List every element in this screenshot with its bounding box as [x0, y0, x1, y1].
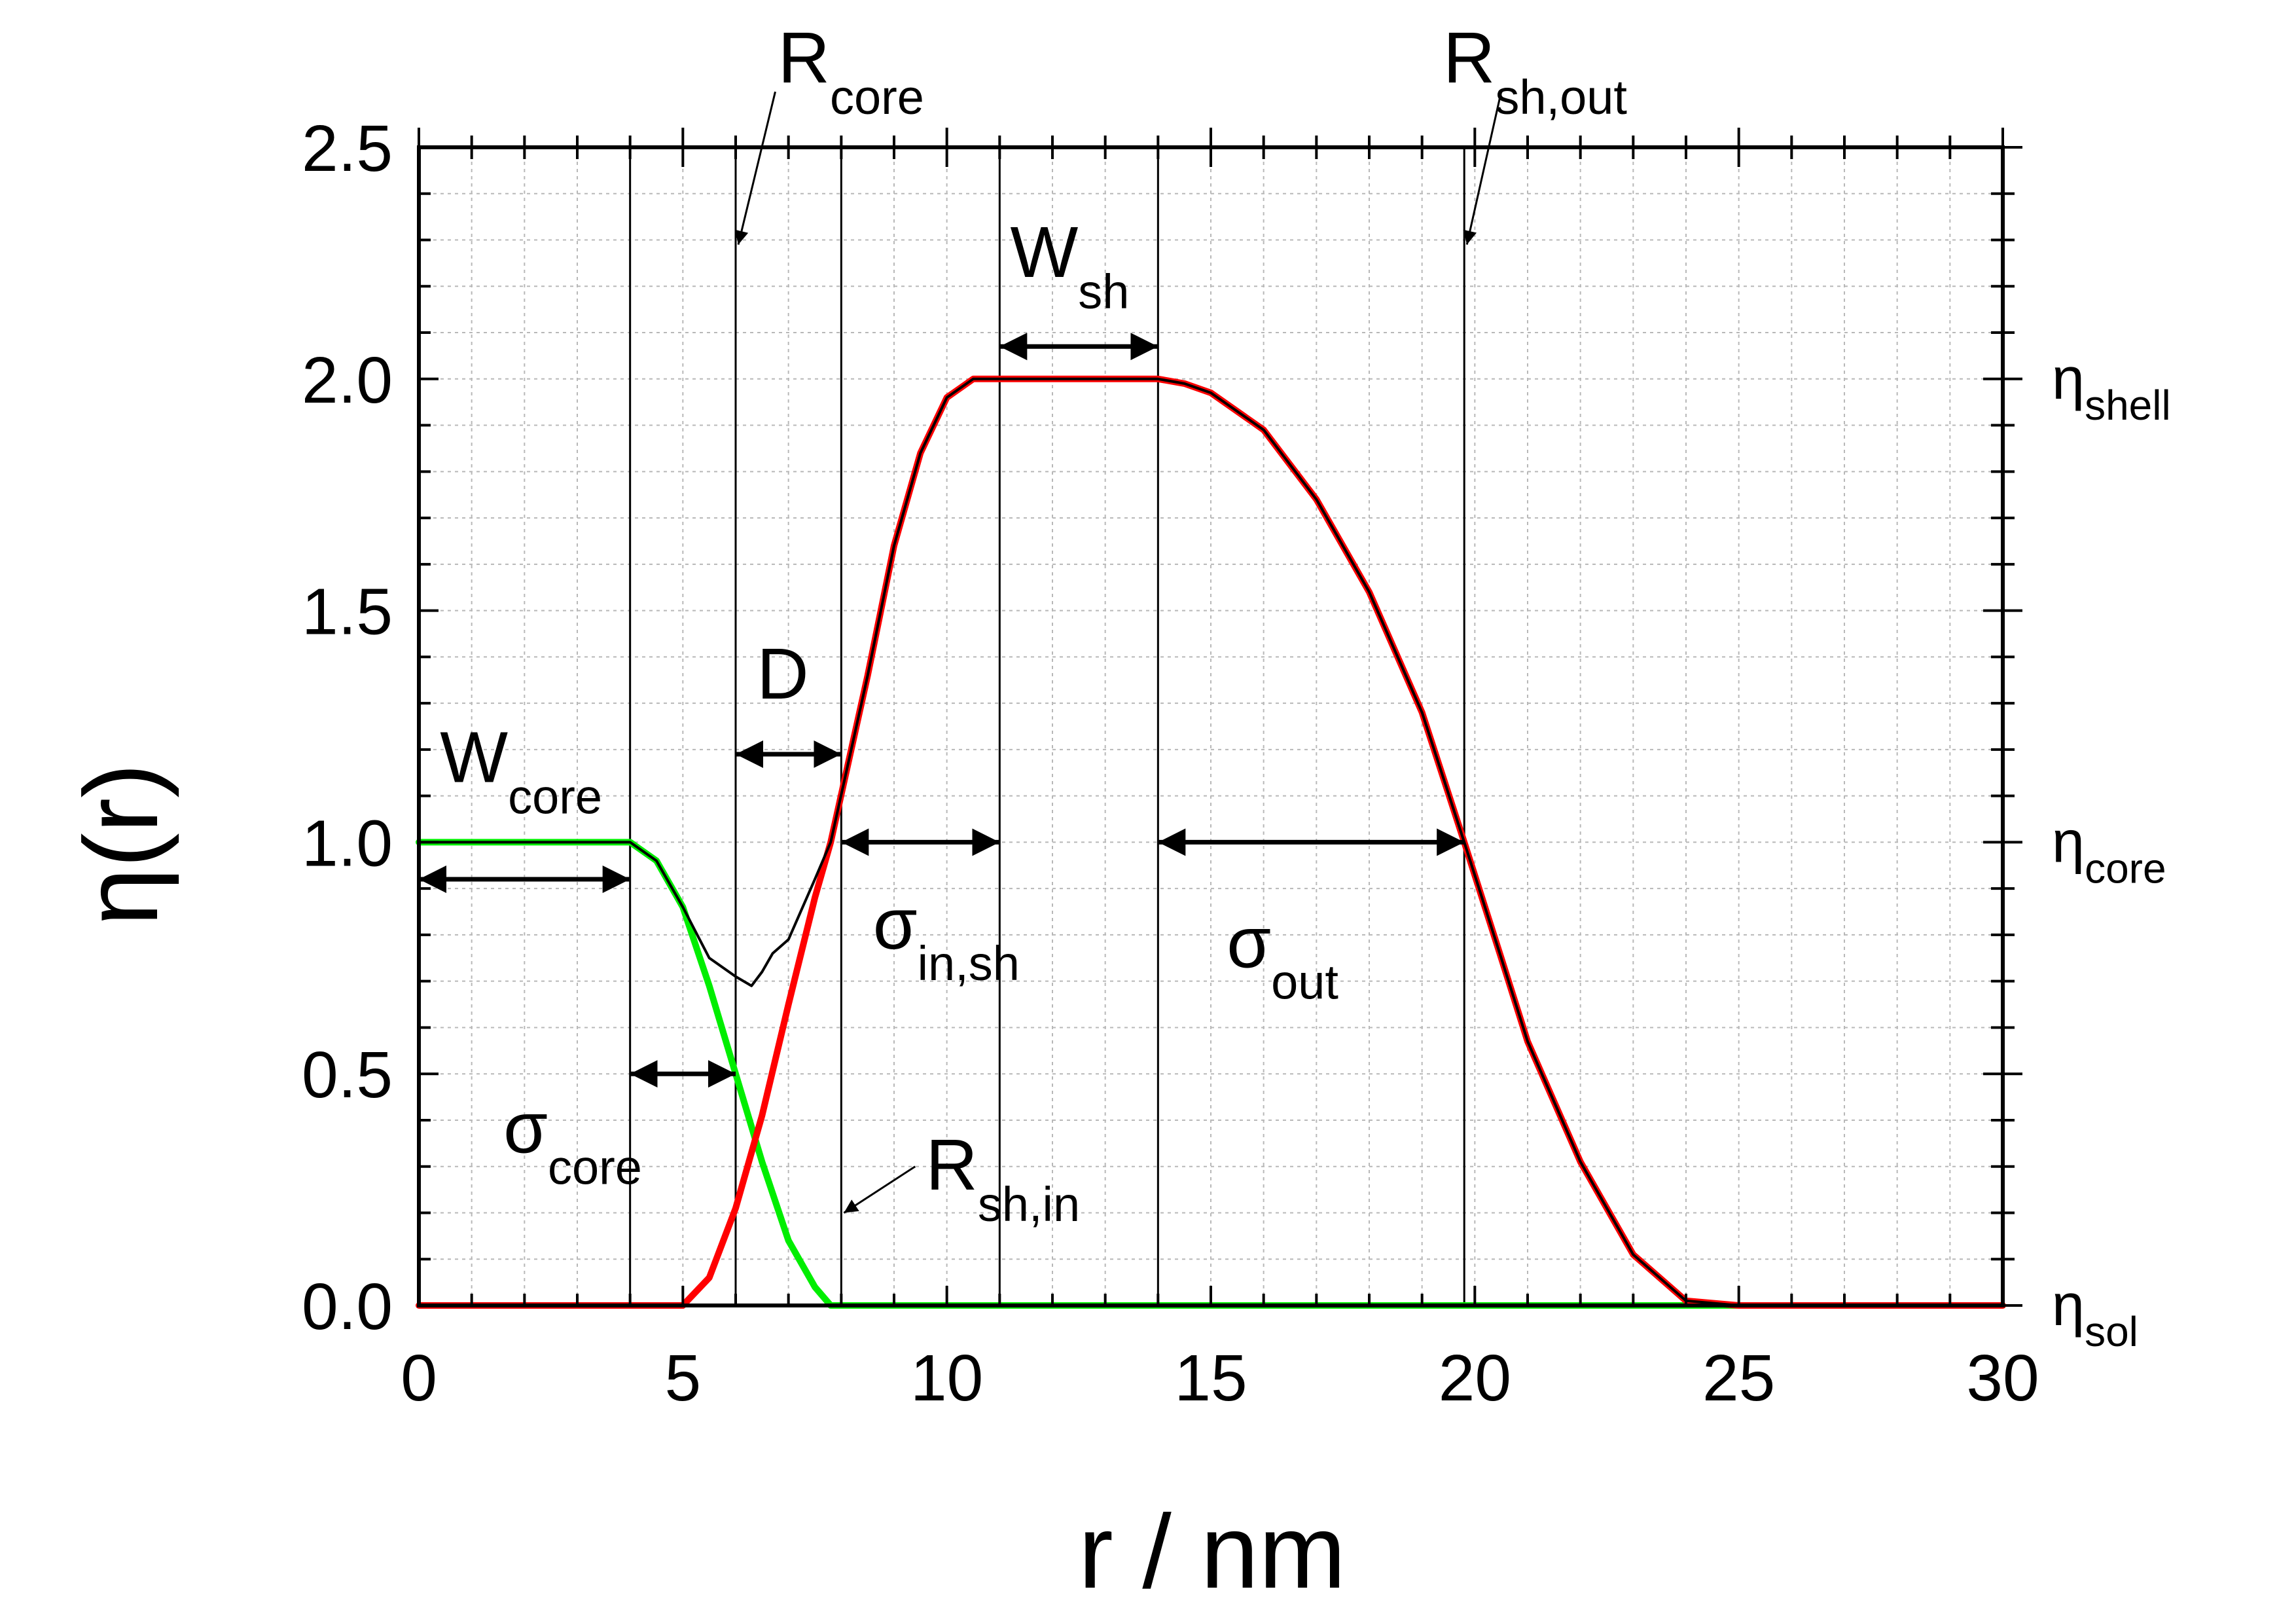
y-tick-label: 2.0 — [302, 344, 393, 417]
y-axis-title: η(r) — [62, 763, 179, 926]
sigma-out-label: σout — [1227, 902, 1338, 1009]
annotations: ηshellηcoreηsolWcoreσcoreDσin,shWshσoutR… — [440, 18, 2170, 1355]
y-tick-label: 1.0 — [302, 807, 393, 880]
w-sh-label: Wsh — [1010, 212, 1129, 319]
r-sh-in-label: Rsh,in — [925, 1125, 1080, 1231]
r-core-pointer — [734, 91, 776, 245]
right-axis-label: ηcore — [2052, 809, 2166, 892]
x-tick-label: 0 — [401, 1341, 437, 1415]
d-label: D — [757, 634, 808, 714]
r-sh-out-label: Rsh,out — [1443, 18, 1627, 124]
x-tick-label: 25 — [1702, 1341, 1775, 1415]
y-tick-label: 0.5 — [302, 1038, 393, 1112]
y-tick-label: 0.0 — [302, 1270, 393, 1343]
x-tick-label: 10 — [910, 1341, 983, 1415]
sigma-core-label: σcore — [503, 1087, 642, 1194]
x-tick-label: 30 — [1966, 1341, 2039, 1415]
x-tick-label: 5 — [665, 1341, 702, 1415]
y-tick-label: 2.5 — [302, 112, 393, 185]
frame-and-ticks: 0 5 10 15 20 25 30 0.0 0.5 1.0 1.5 2.0 2.5 — [302, 112, 2039, 1415]
right-axis-label: ηshell — [2052, 346, 2171, 429]
w-core-label: Wcore — [440, 717, 602, 824]
x-tick-label: 20 — [1439, 1341, 1511, 1415]
arrows — [419, 91, 1503, 1214]
series-line — [418, 377, 2004, 1307]
x-tick-label: 15 — [1174, 1341, 1247, 1415]
x-axis-title: r / nm — [1079, 1493, 1346, 1610]
sigma-in-sh-label: σin,sh — [873, 884, 1020, 991]
y-tick-label: 1.5 — [302, 575, 393, 649]
r-sh-out-pointer — [1463, 91, 1503, 245]
grid — [418, 147, 2003, 1306]
r-sh-in-pointer — [843, 1165, 916, 1214]
r-core-label: Rcore — [778, 18, 924, 124]
right-axis-label: ηsol — [2052, 1273, 2138, 1355]
